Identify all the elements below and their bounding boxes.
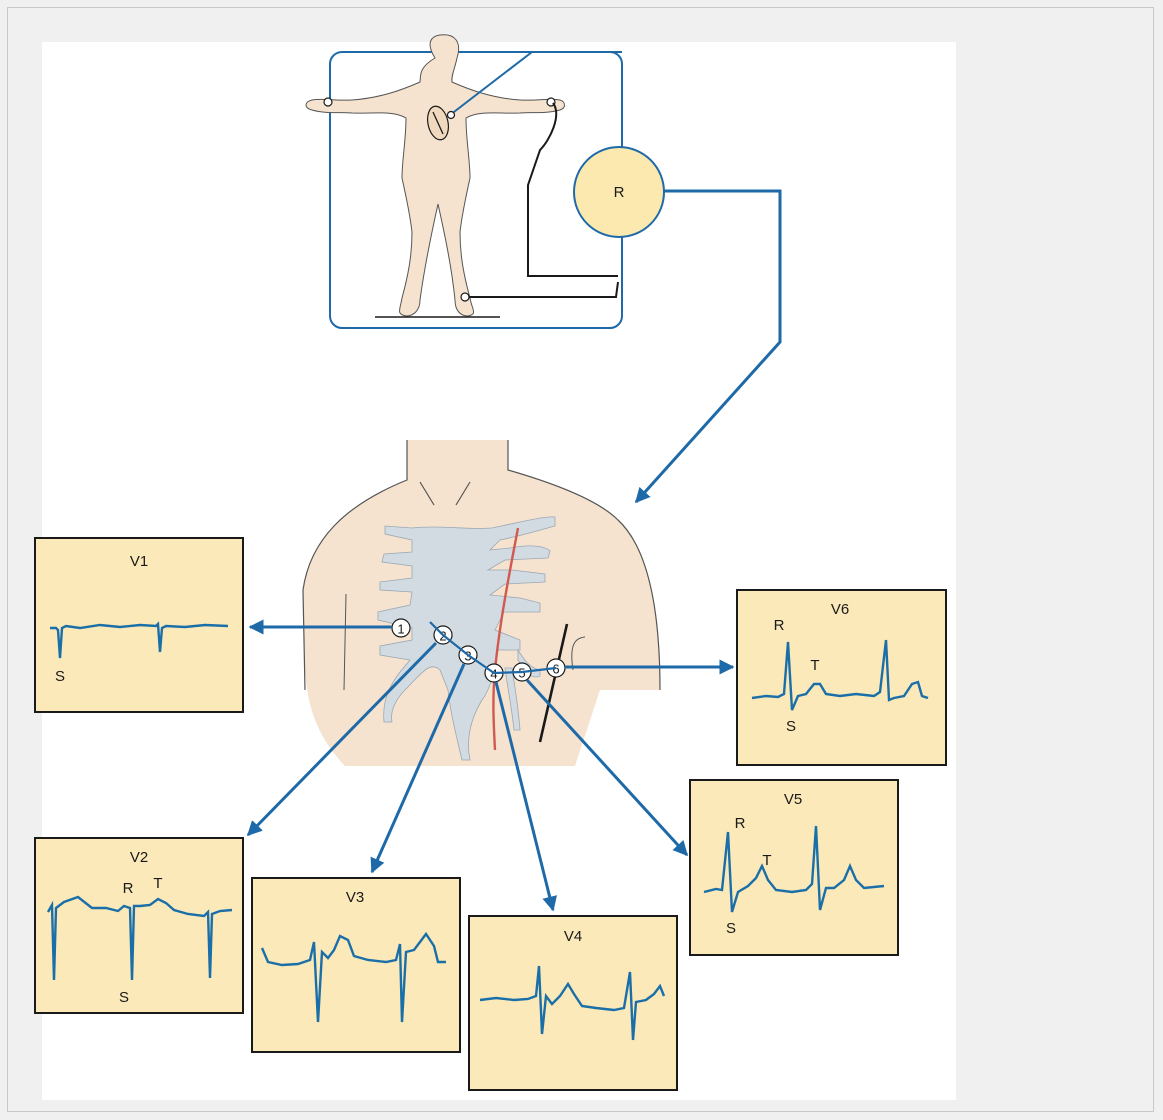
lead-box-v6: V6 R T S	[737, 590, 946, 765]
body-silhouette	[306, 35, 565, 316]
lead-title: V5	[784, 791, 802, 808]
wave-label-r: R	[735, 815, 746, 832]
recorder-label: R	[614, 184, 625, 201]
wave-label-r: R	[774, 617, 785, 634]
wave-label-s: S	[786, 718, 796, 735]
electrode-1: 1	[392, 619, 410, 637]
wave-label-s: S	[55, 668, 65, 685]
lead-title: V2	[130, 849, 148, 866]
wave-label-s: S	[726, 920, 736, 937]
lead-box-v4: V4	[469, 916, 677, 1090]
arrow-v5	[527, 680, 687, 855]
right-arm-electrode	[324, 98, 332, 106]
lead-title: V1	[130, 553, 148, 570]
lead-title: V3	[346, 889, 364, 906]
leg-lead-wire	[469, 282, 618, 297]
lead-title: V4	[564, 928, 582, 945]
electrode-number: 1	[397, 622, 404, 637]
lead-box-v1: V1 S	[35, 538, 243, 712]
lead-box-v3: V3	[252, 878, 460, 1052]
wave-label-s: S	[119, 989, 129, 1006]
wave-label-t: T	[762, 852, 771, 869]
recorder-to-chest-arrow	[636, 191, 780, 502]
lead-title: V6	[831, 601, 849, 618]
chest-electrode	[448, 112, 455, 119]
torso-figure	[303, 440, 660, 766]
leg-electrode	[461, 293, 469, 301]
wave-label-t: T	[153, 875, 162, 892]
lead-box-v2: V2 R T S	[35, 838, 243, 1013]
limb-lead-setup: R	[306, 35, 780, 502]
lead-box-v5: V5 R T S	[690, 780, 898, 955]
wave-label-r: R	[123, 880, 134, 897]
wave-label-t: T	[810, 657, 819, 674]
